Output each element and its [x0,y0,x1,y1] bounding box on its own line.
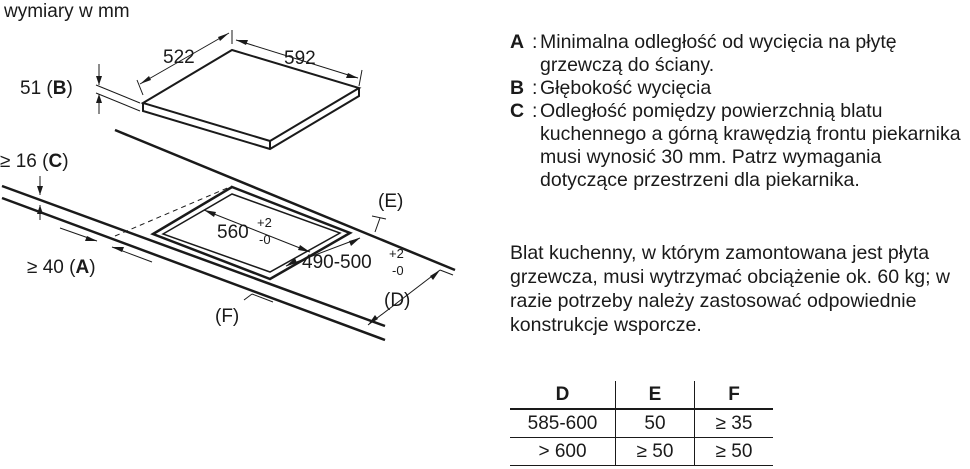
label-f: (F) [215,306,239,327]
load-note: Blat kuchenny, w którym zamontowana jest… [510,242,950,336]
dim-490-500-label: 490-500 [302,252,372,273]
dim-592-label: 592 [284,48,316,69]
table-cell: ≥ 50 [615,437,695,466]
legend-item-b: B: Głębokość wycięcia [510,77,965,100]
dim-16-label: ≥ 16 (C) [0,151,69,172]
dim-490-500-tol-plus: +2 [389,246,404,261]
table-cell: > 600 [510,437,616,466]
label-e: (E) [378,191,403,212]
table-header-row: D E F [510,381,773,410]
dim-51 [95,64,141,114]
legend-item-a: A: Minimalna odległość od wycięcia na pł… [510,31,965,77]
installation-diagram: wymiary w mm 522 592 51 (B) [0,1,456,342]
dim-f [243,293,274,303]
units-label: wymiary w mm [3,1,130,22]
dim-592 [235,39,363,87]
legend-item-c: C: Odległość pomiędzy powierzchnią blatu… [510,100,965,192]
dim-560-tol-plus: +2 [257,215,272,230]
dim-490-500 [285,237,361,267]
hob-plate [140,48,362,151]
table-cell: 50 [615,409,695,438]
dim-560-label: 560 [217,222,249,243]
countertop-front-edge [1,184,386,342]
table-header: E [615,381,695,410]
legend: A: Minimalna odległość od wycięcia na pł… [510,31,965,192]
legend-text: Głębokość wycięcia [540,77,712,99]
table-cell: 585-600 [510,409,616,438]
legend-text: Odległość pomiędzy powierzchnią blatu ku… [540,100,961,191]
dimension-table: D E F 585-600 50 ≥ 35 > 600 ≥ 50 ≥ 50 [510,381,773,466]
dim-522-label: 522 [163,47,195,68]
legend-key: B [510,77,525,99]
dim-d [367,269,454,326]
dim-e [371,215,387,233]
table-cell: ≥ 50 [694,437,773,466]
dim-560 [203,209,311,253]
dim-490-500-tol-minus: -0 [392,263,404,278]
dim-560-tol-minus: -0 [259,232,271,247]
cutout [150,185,353,281]
table-row: > 600 ≥ 50 ≥ 50 [510,437,773,466]
table-cell: ≥ 35 [694,409,773,438]
alignment-dashed-line [114,185,233,237]
dim-522 [136,30,233,96]
table-header: D [510,381,616,410]
dim-40 [59,227,153,263]
countertop-back-edge [114,128,456,272]
legend-key: A [510,31,525,53]
table-row: 585-600 50 ≥ 35 [510,409,773,438]
table-header: F [694,381,773,410]
dim-40-label: ≥ 40 (A) [27,257,96,278]
dim-51-label: 51 (B) [20,78,73,99]
legend-key: C [510,100,525,122]
dim-16 [37,176,43,220]
label-d: (D) [384,290,410,311]
legend-text: Minimalna odległość od wycięcia na płytę… [540,31,897,76]
